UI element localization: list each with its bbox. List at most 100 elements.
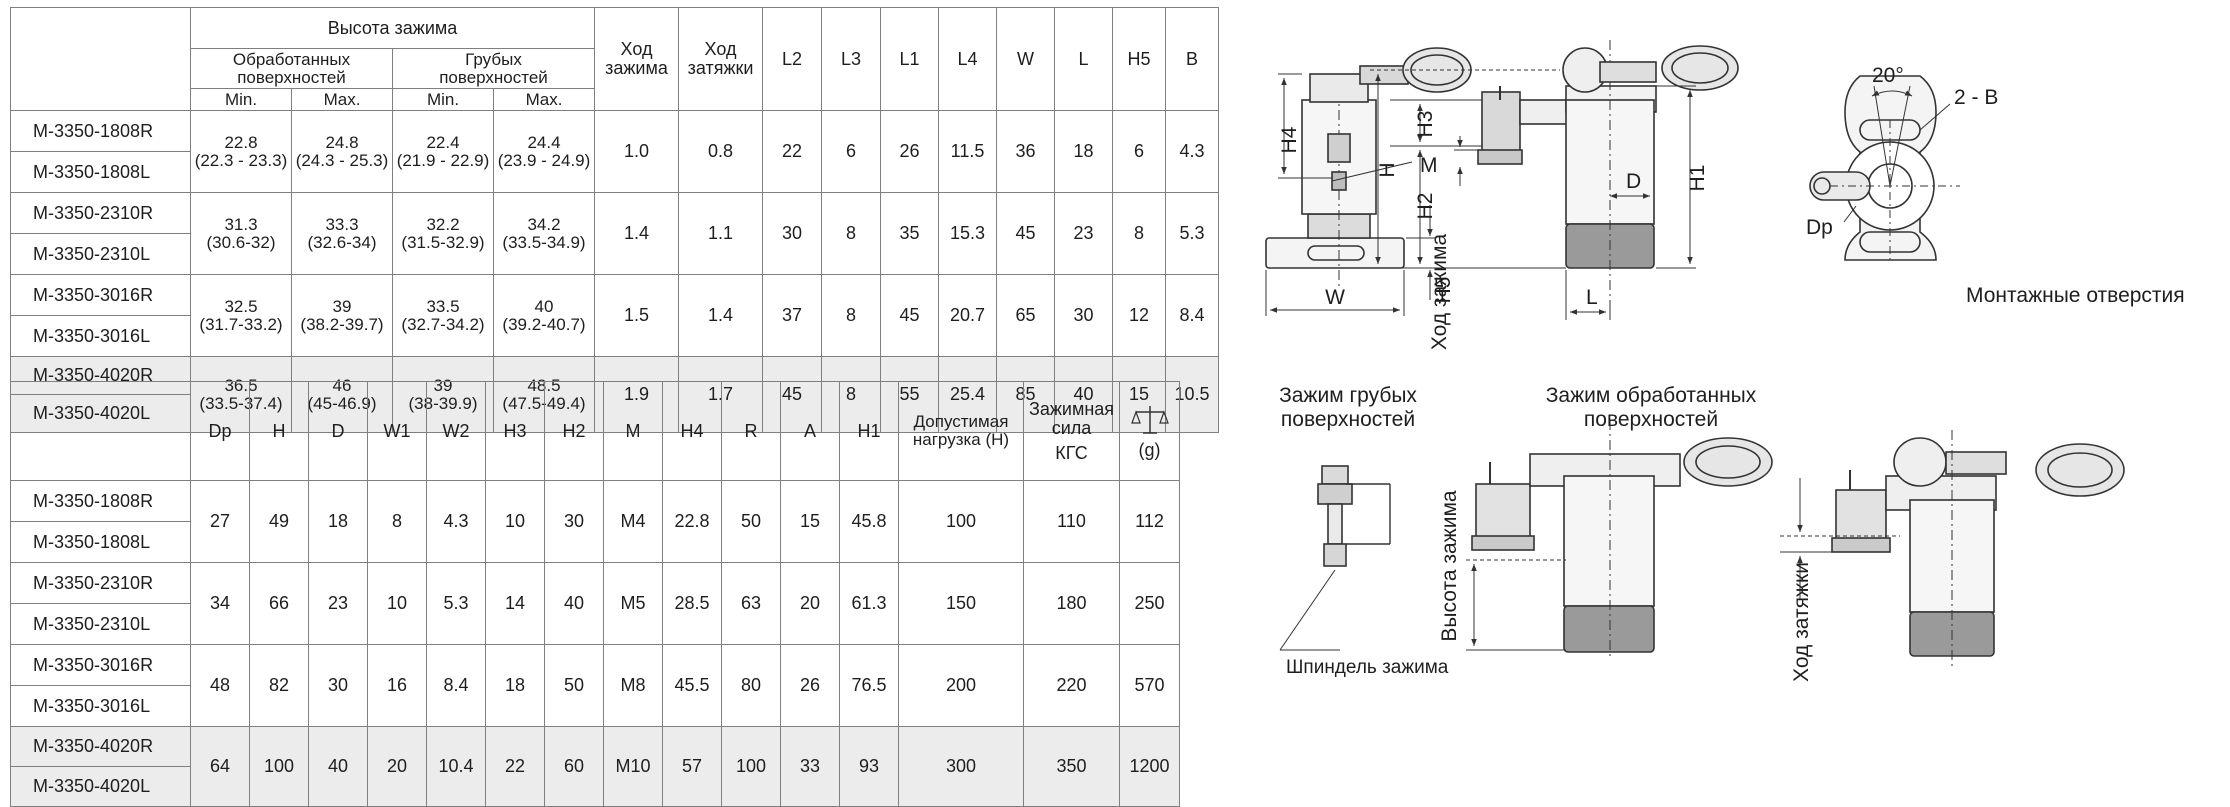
weight-unit: (g) bbox=[1138, 439, 1161, 460]
value-cell-H4: 28.5 bbox=[662, 562, 722, 645]
dim-H3-label: H3 bbox=[1414, 111, 1437, 138]
col-R-header: R bbox=[721, 381, 781, 481]
clamp-height-vertical-label: Высота зажима bbox=[1438, 490, 1461, 641]
value-cell-W2: 10.4 bbox=[426, 726, 486, 807]
machined-clamp-drawing bbox=[1466, 420, 1773, 660]
value-cell-R: 100 bbox=[721, 726, 781, 807]
value-cell-H1: 76.5 bbox=[839, 644, 899, 727]
col-D-header: D bbox=[308, 381, 368, 481]
value-cell-R: 63 bbox=[721, 562, 781, 645]
model-cell: M-3350-3016R bbox=[10, 274, 191, 316]
value-cell-W: 65 bbox=[996, 274, 1055, 357]
col-M-header: M bbox=[603, 381, 663, 481]
machined-max-header: Max. bbox=[291, 88, 393, 111]
value-cell-R: 50 bbox=[721, 480, 781, 563]
value-cell-H3: 14 bbox=[485, 562, 545, 645]
value-cell-D: 18 bbox=[308, 480, 368, 563]
col-L-header: L bbox=[1054, 7, 1113, 111]
value-cell-force: 180 bbox=[1023, 562, 1120, 645]
scale-icon bbox=[1130, 405, 1169, 434]
value-cell-H1: 61.3 bbox=[839, 562, 899, 645]
value-cell-H2: 60 bbox=[544, 726, 604, 807]
model-header-cell bbox=[10, 381, 191, 481]
value-cell-L4: 20.7 bbox=[938, 274, 997, 357]
value-cell-load: 150 bbox=[898, 562, 1024, 645]
value-cell-tight: 1.1 bbox=[678, 192, 763, 275]
value-cell-M: M5 bbox=[603, 562, 663, 645]
value-cell-L4: 15.3 bbox=[938, 192, 997, 275]
value-cell-M: M10 bbox=[603, 726, 663, 807]
value-cell-H4: 22.8 bbox=[662, 480, 722, 563]
col-L1-header: L1 bbox=[880, 7, 939, 111]
dim-H1-label: H1 bbox=[1686, 165, 1709, 192]
col-W-header: W bbox=[996, 7, 1055, 111]
rough-max-cell: 34.2(33.5-34.9) bbox=[493, 192, 595, 275]
rough-max-cell: 24.4(23.9 - 24.9) bbox=[493, 110, 595, 193]
value-cell-load: 300 bbox=[898, 726, 1024, 807]
value-cell-R: 80 bbox=[721, 644, 781, 727]
value-cell-weight: 570 bbox=[1119, 644, 1180, 727]
col-W2-header: W2 bbox=[426, 381, 486, 481]
value-cell-H1: 45.8 bbox=[839, 480, 899, 563]
value-cell-L2: 22 bbox=[762, 110, 822, 193]
value-cell-stroke: 1.5 bbox=[594, 274, 679, 357]
mounting-holes-drawing bbox=[1809, 75, 1960, 261]
clamp-height-header: Высота зажима bbox=[190, 7, 595, 49]
value-cell-Dp: 27 bbox=[190, 480, 250, 563]
value-cell-H: 100 bbox=[249, 726, 309, 807]
col-Dp-header: Dp bbox=[190, 381, 250, 481]
value-cell-tight: 0.8 bbox=[678, 110, 763, 193]
mounting-holes-caption: Монтажные отверстия bbox=[1966, 284, 2185, 307]
model-cell: M-3350-3016L bbox=[10, 685, 191, 727]
col-H5-header: H5 bbox=[1112, 7, 1166, 111]
tightening-stroke-vertical-label: Ход затяжки bbox=[1790, 562, 1813, 682]
value-cell-H3: 18 bbox=[485, 644, 545, 727]
col-H1-header: H1 bbox=[839, 381, 899, 481]
rough-min-cell: 22.4(21.9 - 22.9) bbox=[392, 110, 494, 193]
value-cell-W2: 8.4 bbox=[426, 644, 486, 727]
dim-H-label: H bbox=[1376, 162, 1399, 177]
dim-holes-label: 2 - B bbox=[1954, 86, 1998, 109]
table-row: M-3350-1808L bbox=[10, 151, 1219, 193]
value-cell-W1: 16 bbox=[367, 644, 427, 727]
rough-min-cell: 32.2(31.5-32.9) bbox=[392, 192, 494, 275]
rough-clamp-drawing bbox=[1279, 465, 1391, 651]
rough-min-cell: 33.5(32.7-34.2) bbox=[392, 274, 494, 357]
value-cell-B: 8.4 bbox=[1165, 274, 1219, 357]
value-cell-W: 45 bbox=[996, 192, 1055, 275]
value-cell-L2: 30 bbox=[762, 192, 822, 275]
value-cell-weight: 250 bbox=[1119, 562, 1180, 645]
machined-min-header: Min. bbox=[190, 88, 292, 111]
value-cell-A: 33 bbox=[780, 726, 840, 807]
value-cell-load: 100 bbox=[898, 480, 1024, 563]
value-cell-H4: 45.5 bbox=[662, 644, 722, 727]
value-cell-W: 36 bbox=[996, 110, 1055, 193]
clamp-stroke-vertical-label: Ход зажима bbox=[1428, 234, 1451, 351]
value-cell-H: 49 bbox=[249, 480, 309, 563]
col-B-header: B bbox=[1165, 7, 1219, 111]
model-header-cell bbox=[10, 7, 191, 111]
rough-max-header: Max. bbox=[493, 88, 595, 111]
value-cell-D: 23 bbox=[308, 562, 368, 645]
machined-min-cell: 31.3(30.6-32) bbox=[190, 192, 292, 275]
col-L3-header: L3 bbox=[821, 7, 881, 111]
spindle-caption: Шпиндель зажима bbox=[1286, 657, 1449, 678]
model-cell: M-3350-2310R bbox=[10, 192, 191, 234]
value-cell-A: 20 bbox=[780, 562, 840, 645]
value-cell-load: 200 bbox=[898, 644, 1024, 727]
model-cell: M-3350-1808R bbox=[10, 480, 191, 522]
value-cell-M: M4 bbox=[603, 480, 663, 563]
value-cell-stroke: 1.0 bbox=[594, 110, 679, 193]
dim-D-label: D bbox=[1626, 170, 1641, 193]
value-cell-H: 66 bbox=[249, 562, 309, 645]
model-cell: M-3350-1808R bbox=[10, 110, 191, 152]
value-cell-Dp: 48 bbox=[190, 644, 250, 727]
